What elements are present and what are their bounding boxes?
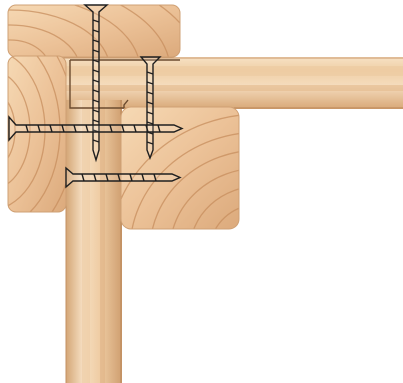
- right-post-end: [110, 107, 403, 383]
